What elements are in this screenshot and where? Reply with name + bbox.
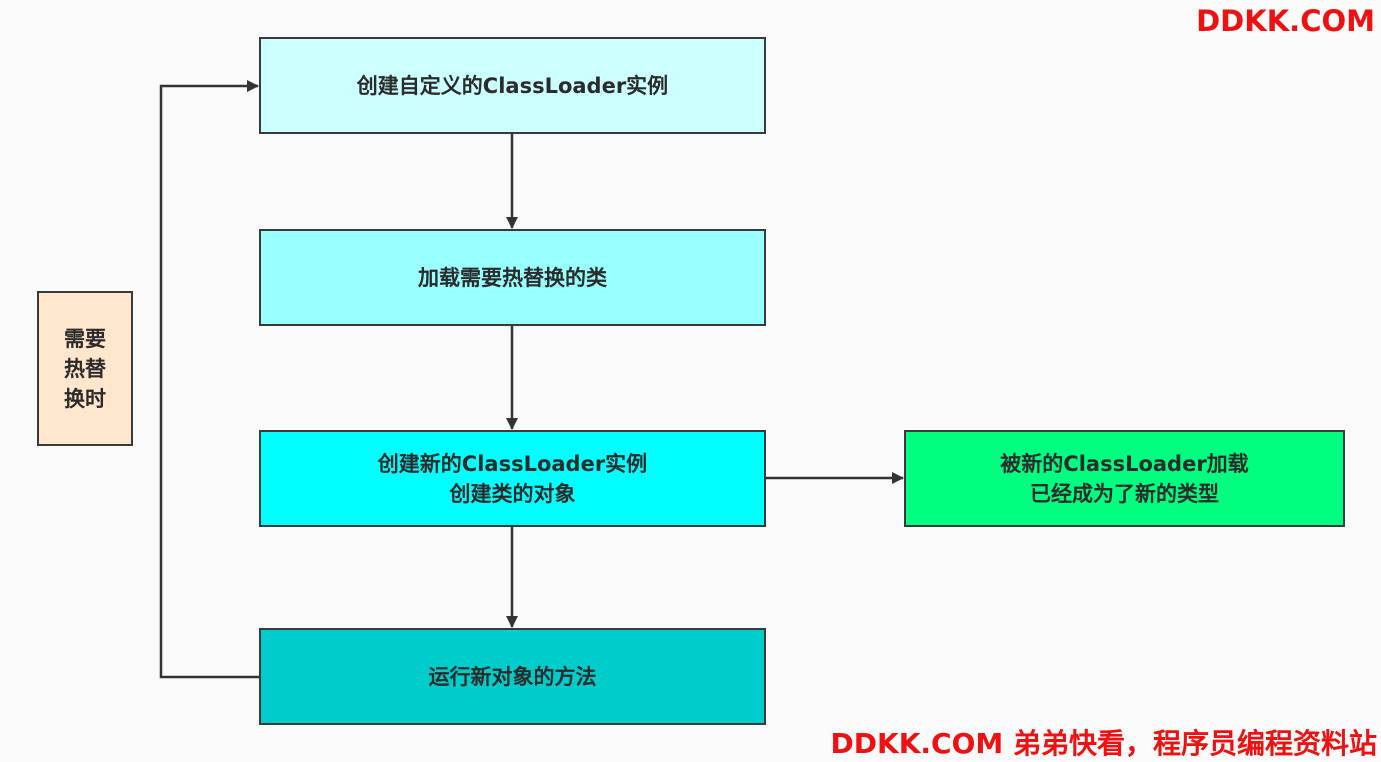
node-new-type-line2: 已经成为了新的类型 bbox=[1029, 481, 1219, 506]
node-new-type-line1: 被新的ClassLoader加载 bbox=[1000, 451, 1249, 476]
node-load-class-label: 加载需要热替换的类 bbox=[418, 265, 607, 290]
node-create-new-loader-line2: 创建类的对象 bbox=[449, 481, 576, 506]
arrow-run-method-loop-back bbox=[159, 80, 259, 679]
node-hot-swap-trigger-line2: 热替 bbox=[64, 356, 106, 381]
watermark-top: DDKK.COM bbox=[1196, 4, 1375, 38]
node-new-type: 被新的ClassLoader加载 已经成为了新的类型 bbox=[904, 430, 1345, 527]
node-create-loader-label: 创建自定义的ClassLoader实例 bbox=[356, 73, 669, 98]
node-load-class: 加载需要热替换的类 bbox=[259, 229, 766, 326]
node-create-loader: 创建自定义的ClassLoader实例 bbox=[259, 37, 766, 134]
node-run-method-label: 运行新对象的方法 bbox=[428, 664, 597, 689]
node-hot-swap-trigger-line1: 需要 bbox=[64, 326, 106, 351]
node-hot-swap-trigger-line3: 换时 bbox=[64, 386, 106, 411]
node-run-method: 运行新对象的方法 bbox=[259, 628, 766, 725]
watermark-bottom: DDKK.COM 弟弟快看，程序员编程资料站 bbox=[830, 727, 1377, 760]
node-create-new-loader: 创建新的ClassLoader实例 创建类的对象 bbox=[259, 430, 766, 527]
node-create-new-loader-line1: 创建新的ClassLoader实例 bbox=[377, 451, 648, 476]
node-hot-swap-trigger: 需要 热替 换时 bbox=[37, 291, 133, 446]
